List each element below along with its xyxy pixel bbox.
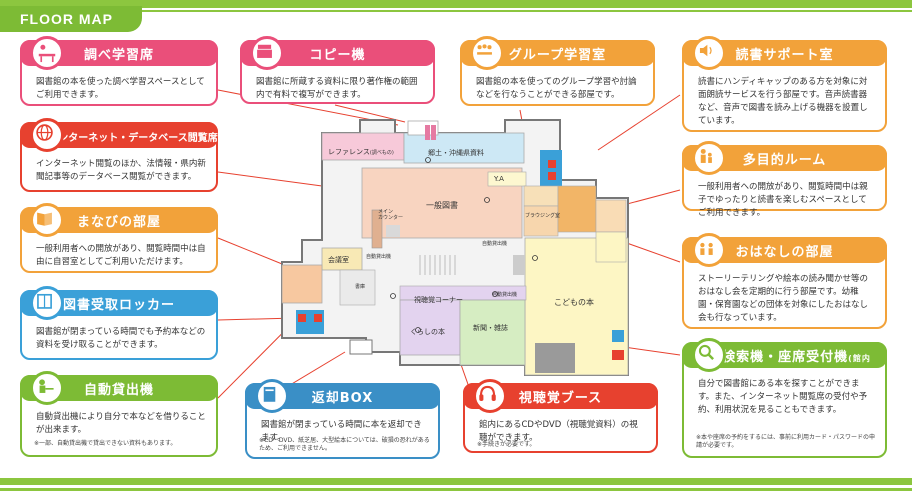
card-note: ※本や座席の予約をするには、事前に利用カード・パスワードの申請が必要です。 <box>696 434 876 449</box>
card-av-booth: 視聴覚ブース 館内にあるCDやDVD（視聴覚資料）の視聴ができます。 ※手続きが… <box>463 379 658 453</box>
card-manabi: まなびの部屋 一般利用者への開放があり、閲覧時間中は自由に自習室としてご利用いた… <box>20 203 218 273</box>
card-group-study: グループ学習室 図書館の本を使ってのグループ学習や討論などを行なうことができる部… <box>460 36 655 106</box>
leader-lines <box>217 89 681 399</box>
room-reference: レファレンス(調べもの) <box>328 148 394 156</box>
room-news: 新聞・雑誌 <box>473 324 508 332</box>
card-desc: ストーリーテリングや絵本の読み聞かせ等のおはなし会を定期的に行う部屋です。幼稚園… <box>698 274 869 323</box>
card-opac: 検索機・座席受付機(館内OPAC) 自分で図書館にある本を探すことができます。ま… <box>682 338 887 458</box>
room-selfcheck-b: 自動貸出機 <box>482 241 508 247</box>
room-main-counter: メインカウンター <box>378 209 404 221</box>
globe-icon <box>30 118 64 152</box>
room-browsing: ブラウジング室 <box>525 213 561 219</box>
children-icon <box>692 233 726 267</box>
card-reading-support: 読書サポート室 読書にハンディキャップのある方を対象に対面朗読サービスを行う部屋… <box>682 36 887 132</box>
card-desc: 読書にハンディキャップのある方を対象に対面朗読サービスを行う部屋です。音声読書器… <box>698 77 868 126</box>
room-ya: Y.A <box>494 175 504 183</box>
card-story-room: おはなしの部屋 ストーリーテリングや絵本の読み聞かせ等のおはなし会を定期的に行う… <box>682 233 887 329</box>
speaker-icon <box>692 36 726 70</box>
card-note: ※一部、自動貸出機で貸出できない資料もあります。 <box>34 440 177 447</box>
book-icon <box>30 203 64 237</box>
card-copy: コピー機 図書館に所蔵する資料に限り著作権の範囲内で有料で複写ができます。 <box>240 36 435 104</box>
room-meeting: 会議室 <box>328 256 349 264</box>
card-desc: 自分で図書館にある本を探すことができます。また、インターネット閲覧席の受付や予約… <box>698 379 868 415</box>
room-life: くらしの本 <box>410 328 445 336</box>
card-desc: 図書館に所蔵する資料に限り著作権の範囲内で有料で複写ができます。 <box>256 77 418 100</box>
card-return-box: 返却BOX 図書館が閉まっている時間に本を返却できます。 ※CD・DVD、紙芝居… <box>245 379 440 459</box>
card-study-seats: 調べ学習席 図書館の本を使った調べ学習スペースとしてご利用できます。 <box>20 36 218 106</box>
room-selfcheck-c: 自動貸出機 <box>492 292 518 298</box>
card-desc: インターネット閲覧のほか、法情報・県内新聞記事等のデータベース閲覧ができます。 <box>36 159 206 182</box>
room-av-corner: 視聴覚コーナー <box>414 296 463 304</box>
box-icon <box>255 379 289 413</box>
card-selfcheck: 自動貸出機 自動貸出機により自分で本などを借りることが出来ます。 ※一部、自動貸… <box>20 371 218 457</box>
desk-icon <box>30 36 64 70</box>
locker-icon <box>30 286 64 320</box>
page-title: FLOOR MAP <box>0 6 142 32</box>
top-border <box>0 0 912 8</box>
card-note: ※CD・DVD、紙芝居、大型絵本については、破損の恐れがあるため、ご利用できませ… <box>259 437 430 452</box>
card-desc: 一般利用者への開放があり、閲覧時間中は親子でゆったりと読書を楽しむスペースとして… <box>698 182 868 218</box>
card-desc: 図書館が閉まっている時間でも予約本などの資料を受け取ることができます。 <box>36 327 206 350</box>
card-multipurpose: 多目的ルーム 一般利用者への開放があり、閲覧時間中は親子でゆったりと読書を楽しむ… <box>682 141 887 218</box>
card-desc: 館内にあるCDやDVD（視聴覚資料）の視聴ができます。 <box>479 420 638 443</box>
person-desk-icon <box>30 371 64 405</box>
card-desc: 一般利用者への開放があり、閲覧時間中は自由に自習室としてご利用いただけます。 <box>36 244 206 267</box>
room-stacks: 書庫 <box>355 284 366 290</box>
group-icon <box>470 36 504 70</box>
search-icon <box>692 338 726 372</box>
room-selfcheck-a: 自動貸出機 <box>366 254 392 260</box>
headphones-icon <box>473 379 507 413</box>
card-desc: 自動貸出機により自分で本などを借りることが出来ます。 <box>36 412 206 435</box>
card-desc: 図書館の本を使ってのグループ学習や討論などを行なうことができる部屋です。 <box>476 77 637 100</box>
family-icon <box>692 141 726 175</box>
room-children: こどもの本 <box>554 298 594 307</box>
room-general: 一般図書 <box>426 201 458 210</box>
bottom-border-thin <box>0 488 912 491</box>
room-local: 郷土・沖縄県資料 <box>428 149 484 157</box>
card-note: ※手続きが必要です。 <box>477 441 536 448</box>
top-border-thin <box>0 10 912 12</box>
copier-icon <box>250 36 284 70</box>
card-locker: 図書受取ロッカー 図書館が閉まっている時間でも予約本などの資料を受け取ることがで… <box>20 286 218 360</box>
card-desc: 図書館が閉まっている時間に本を返却できます。 <box>261 420 422 443</box>
bottom-border <box>0 478 912 485</box>
card-desc: 図書館の本を使った調べ学習スペースとしてご利用できます。 <box>36 77 205 100</box>
card-internet: インターネット・データベース閲覧席 インターネット閲覧のほか、法情報・県内新聞記… <box>20 118 218 192</box>
